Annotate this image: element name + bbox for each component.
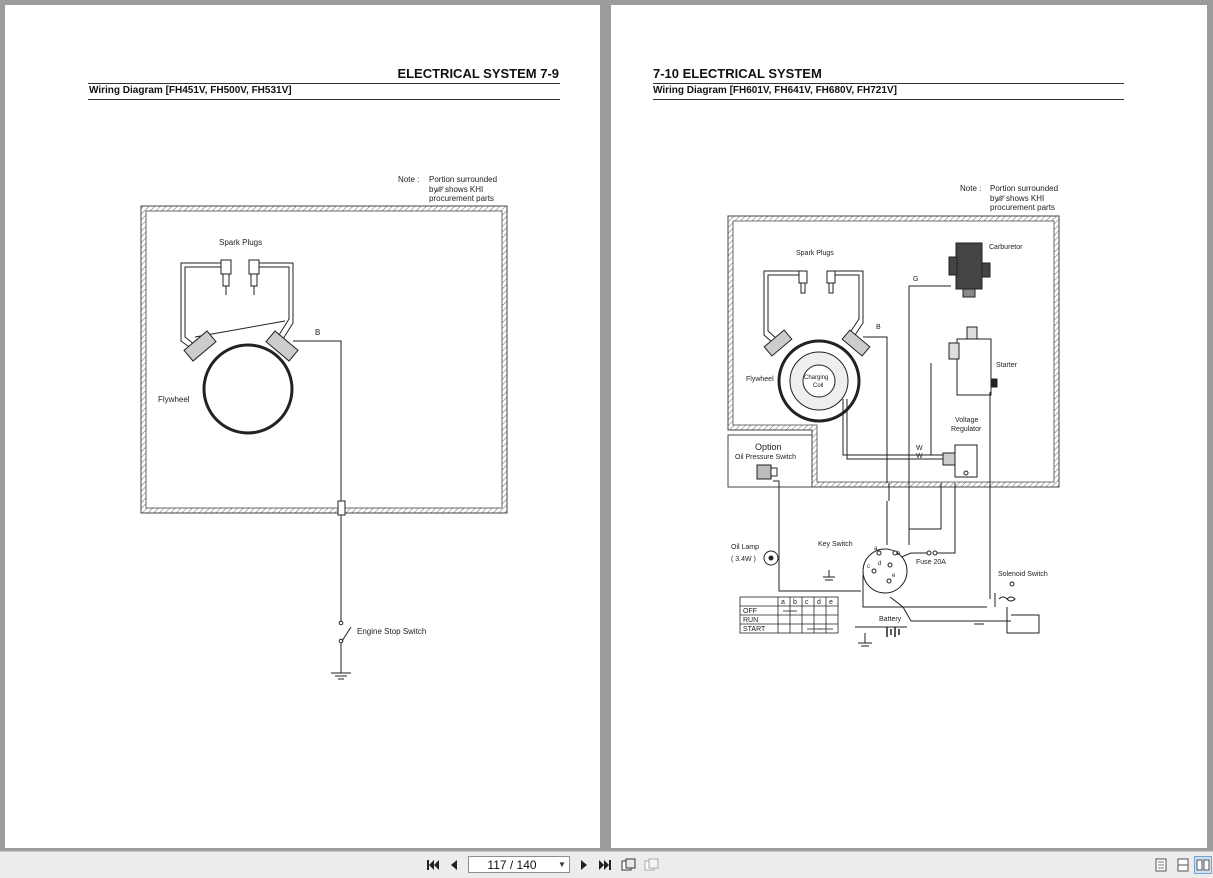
ground-icon bbox=[858, 633, 872, 647]
right-page-header-title: 7-10 ELECTRICAL SYSTEM bbox=[653, 66, 822, 81]
left-page-subtitle: Wiring Diagram [FH451V, FH500V, FH531V] bbox=[89, 85, 292, 96]
flywheel-label: Flywheel bbox=[746, 376, 774, 383]
wire-b-label: B bbox=[315, 328, 320, 337]
carburetor-label: Carburetor bbox=[989, 244, 1023, 251]
voltage-regulator-label-1: Voltage bbox=[955, 417, 978, 424]
right-note-line-1: Portion surrounded bbox=[990, 184, 1058, 193]
engine-stop-switch-icon bbox=[341, 626, 352, 642]
table-row-off: OFF bbox=[743, 608, 757, 615]
key-switch-label: Key Switch bbox=[818, 541, 853, 548]
solenoid-switch-icon bbox=[994, 581, 1016, 607]
oil-lamp-label: Oil Lamp bbox=[731, 544, 759, 551]
oil-pressure-switch-icon bbox=[756, 464, 778, 480]
terminal-d-label: d bbox=[878, 561, 881, 567]
right-page: 7-10 ELECTRICAL SYSTEM Wiring Diagram [F… bbox=[611, 5, 1207, 848]
rotate-back-icon[interactable] bbox=[643, 856, 661, 874]
left-note-line-2: by∕∕∕∕ shows KHI bbox=[429, 185, 483, 194]
chevron-down-icon[interactable]: ▼ bbox=[558, 860, 566, 869]
solenoid-switch-label: Solenoid Switch bbox=[998, 571, 1048, 578]
oil-lamp-rating-label: ( 3.4W ) bbox=[731, 556, 756, 563]
fuse-icon bbox=[926, 550, 938, 556]
table-col-e: e bbox=[829, 599, 833, 606]
next-page-icon[interactable] bbox=[575, 856, 593, 874]
starter-icon bbox=[948, 326, 998, 396]
viewer-toolbar: ▼ bbox=[0, 851, 1213, 878]
ignition-coil-icon bbox=[763, 329, 871, 357]
page-number-field[interactable]: ▼ bbox=[468, 856, 570, 873]
right-subtitle-rule bbox=[653, 99, 1124, 100]
right-header-rule bbox=[653, 83, 1124, 84]
wiring-harness bbox=[773, 285, 1040, 634]
ground-icon bbox=[823, 570, 835, 581]
single-page-icon[interactable] bbox=[1152, 856, 1170, 874]
key-switch-icon bbox=[862, 548, 908, 594]
ground-icon bbox=[331, 672, 351, 680]
wire-w2-label: W bbox=[916, 453, 923, 460]
right-note-line-3: procurement parts bbox=[990, 203, 1055, 212]
voltage-regulator-label-2: Regulator bbox=[951, 426, 982, 433]
table-col-a: a bbox=[781, 599, 785, 606]
table-row-start: START bbox=[743, 626, 766, 633]
left-wiring-diagram: Note : Portion surrounded by∕∕∕∕ shows K… bbox=[140, 175, 508, 680]
key-switch-table bbox=[739, 596, 839, 634]
carburetor-icon bbox=[948, 242, 991, 298]
spark-plugs-label: Spark Plugs bbox=[796, 250, 834, 257]
battery-label: Battery bbox=[879, 616, 902, 623]
khi-procurement-boundary bbox=[140, 205, 508, 514]
oil-lamp-icon bbox=[763, 550, 779, 566]
wire-g-label: G bbox=[913, 276, 918, 283]
first-page-icon[interactable] bbox=[424, 856, 442, 874]
rotate-icon[interactable] bbox=[620, 856, 638, 874]
connector-icon bbox=[337, 500, 346, 516]
ignition-leads bbox=[763, 270, 864, 344]
left-note-label: Note : bbox=[398, 175, 419, 184]
fuse-label: Fuse 20A bbox=[916, 559, 946, 566]
starter-label: Starter bbox=[996, 362, 1018, 369]
flywheel-icon bbox=[777, 339, 861, 423]
ignition-coil-icon bbox=[183, 330, 299, 362]
ignition-leads bbox=[180, 262, 294, 350]
table-col-c: c bbox=[805, 599, 809, 606]
table-row-run: RUN bbox=[743, 617, 758, 624]
spark-plug-icon bbox=[798, 270, 836, 294]
table-col-d: d bbox=[817, 599, 821, 606]
right-note-label: Note : bbox=[960, 184, 981, 193]
left-page: ELECTRICAL SYSTEM 7-9 Wiring Diagram [FH… bbox=[5, 5, 600, 848]
charging-coil-label-2: Coil bbox=[813, 383, 823, 389]
right-note-line-2: by∕∕∕∕ shows KHI bbox=[990, 194, 1044, 203]
option-label: Option bbox=[755, 442, 782, 452]
left-header-rule bbox=[88, 83, 560, 84]
charging-coil-label-1: Charging bbox=[804, 375, 828, 381]
flywheel-label: Flywheel bbox=[158, 395, 190, 404]
battery-icon bbox=[886, 627, 900, 637]
page-number-input[interactable] bbox=[469, 857, 555, 872]
left-note-line-3: procurement parts bbox=[429, 194, 494, 203]
spark-plug-icon bbox=[220, 259, 260, 295]
right-wiring-diagram: Note : Portion surrounded by∕∕∕∕ shows K… bbox=[727, 184, 1060, 647]
wire-b-label: B bbox=[876, 324, 881, 331]
terminal-e-label: e bbox=[892, 573, 896, 579]
left-subtitle-rule bbox=[88, 99, 560, 100]
prev-page-icon[interactable] bbox=[445, 856, 463, 874]
left-note-line-1: Portion surrounded bbox=[429, 175, 497, 184]
spark-plugs-label: Spark Plugs bbox=[219, 238, 262, 247]
continuous-page-icon[interactable] bbox=[1174, 856, 1192, 874]
ground-icon bbox=[971, 620, 987, 625]
right-page-subtitle: Wiring Diagram [FH601V, FH641V, FH680V, … bbox=[653, 85, 897, 96]
voltage-regulator-icon bbox=[942, 444, 978, 478]
terminal-a-label: a bbox=[874, 546, 878, 552]
table-col-b: b bbox=[793, 599, 797, 606]
terminal-b-label: b bbox=[897, 551, 901, 557]
oil-pressure-switch-label: Oil Pressure Switch bbox=[735, 454, 796, 461]
flywheel-icon bbox=[202, 343, 294, 435]
last-page-icon[interactable] bbox=[596, 856, 614, 874]
left-page-header-title: ELECTRICAL SYSTEM 7-9 bbox=[397, 66, 559, 81]
wire-w1-label: W bbox=[916, 445, 923, 452]
terminal-c-label: c bbox=[867, 564, 870, 570]
two-page-icon[interactable] bbox=[1194, 856, 1212, 874]
engine-stop-switch-label: Engine Stop Switch bbox=[357, 627, 426, 636]
